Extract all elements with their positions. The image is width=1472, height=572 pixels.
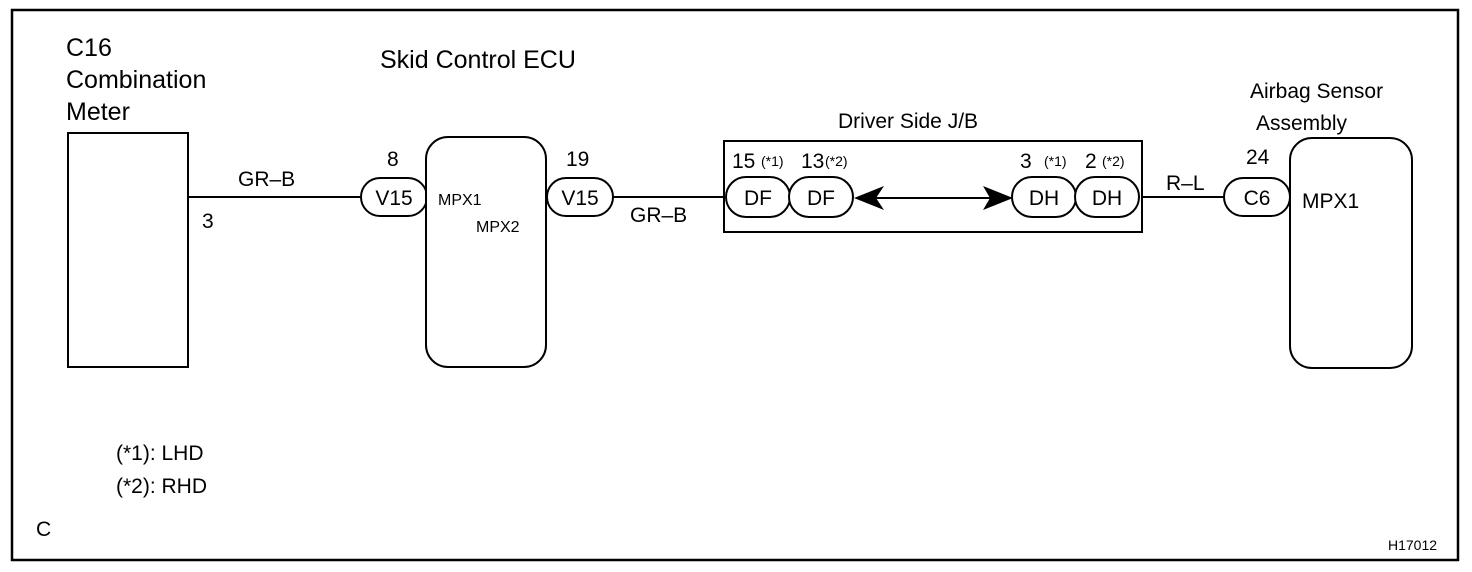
legend-item-lhd: (*1): LHD (116, 442, 204, 465)
airbag-name-line1: Airbag Sensor (1250, 80, 1383, 103)
connector-pin-19: 19 (566, 148, 589, 171)
connector-v15-right-label: V15 (561, 187, 598, 210)
connector-pin-3: 3 (1020, 150, 1032, 173)
airbag-sensor-assembly: Airbag Sensor Assembly MPX1 (1250, 80, 1413, 369)
figure-id: H17012 (1388, 537, 1437, 553)
combination-meter: C16 Combination Meter 3 (66, 34, 214, 368)
wire-color-label-1: GR–B (238, 168, 295, 191)
airbag-name-line2: Assembly (1256, 112, 1348, 135)
connector-dh-1-label: DH (1029, 187, 1059, 210)
skid-control-ecu: Skid Control ECU MPX1 MPX2 (380, 46, 576, 368)
corner-label: C (36, 518, 51, 541)
legend-item-rhd: (*2): RHD (116, 475, 207, 498)
jb-arrow-right (983, 186, 1013, 210)
ecu-box (425, 136, 547, 368)
ecu-pin-mpx2: MPX2 (476, 219, 520, 236)
wire-color-label-3: R–L (1166, 172, 1205, 195)
connector-pin-8: 8 (387, 148, 399, 171)
connector-v15-right: 19 V15 (546, 148, 614, 217)
connector-v15-left-label: V15 (375, 187, 412, 210)
meter-box (67, 132, 189, 368)
connector-df-2 (788, 176, 854, 218)
airbag-box (1289, 137, 1413, 369)
jb-title: Driver Side J/B (838, 110, 978, 133)
jb-arrow-left (854, 186, 884, 210)
connector-c6: 24 C6 (1223, 146, 1291, 217)
connector-note-13: (*2) (825, 153, 848, 169)
connector-v15-left: 8 V15 (360, 148, 428, 217)
meter-name-line2: Meter (66, 98, 130, 126)
connector-pin-2: 2 (1085, 150, 1097, 173)
connector-note-15: (*1) (761, 153, 784, 169)
connector-note-2: (*2) (1102, 153, 1125, 169)
connector-note-3: (*1) (1044, 153, 1067, 169)
meter-name-line1: Combination (66, 66, 206, 94)
connector-pin-15: 15 (732, 150, 755, 173)
connector-dh-2 (1074, 176, 1140, 218)
connector-dh-2-label: DH (1092, 187, 1122, 210)
driver-side-junction-box: Driver Side J/B 15 (*1) DF 13 (*2) DF 3 … (723, 110, 1143, 233)
connector-df-2-label: DF (807, 187, 835, 210)
connector-df-1-label: DF (744, 187, 772, 210)
meter-pin-label: 3 (202, 210, 214, 233)
ecu-title: Skid Control ECU (380, 46, 576, 74)
legend: (*1): LHD (*2): RHD (116, 442, 207, 498)
connector-pin-24: 24 (1246, 146, 1270, 169)
airbag-pin-mpx1: MPX1 (1302, 190, 1359, 213)
connector-c6-label: C6 (1244, 187, 1271, 210)
connector-pin-13: 13 (801, 150, 824, 173)
meter-code-label: C16 (66, 34, 112, 62)
wire-color-label-2: GR–B (630, 204, 687, 227)
ecu-pin-mpx1: MPX1 (438, 192, 482, 209)
diagram-frame (10, 8, 1460, 562)
